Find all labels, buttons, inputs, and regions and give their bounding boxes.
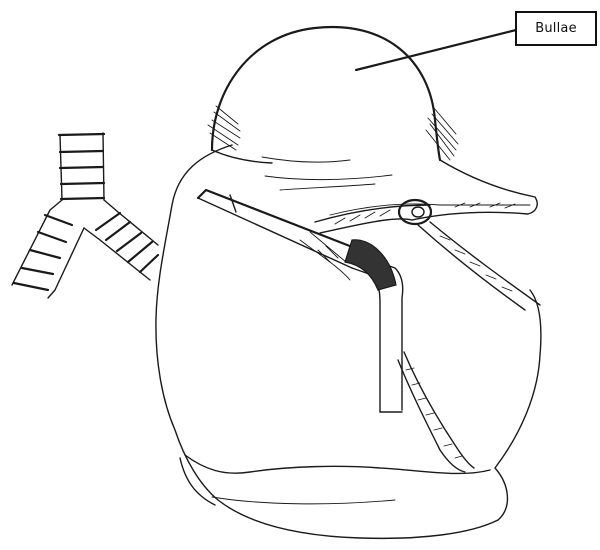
- bullae-label: Bullae: [535, 21, 577, 36]
- lung-outline: [156, 145, 541, 538]
- fissure-band: [398, 352, 474, 472]
- bulla-dome: [208, 27, 458, 190]
- clamp-instrument: [198, 190, 403, 412]
- trachea-bronchi: [12, 133, 158, 298]
- bullae-label-box: Bullae: [515, 11, 597, 46]
- pleural-flap: [315, 160, 540, 310]
